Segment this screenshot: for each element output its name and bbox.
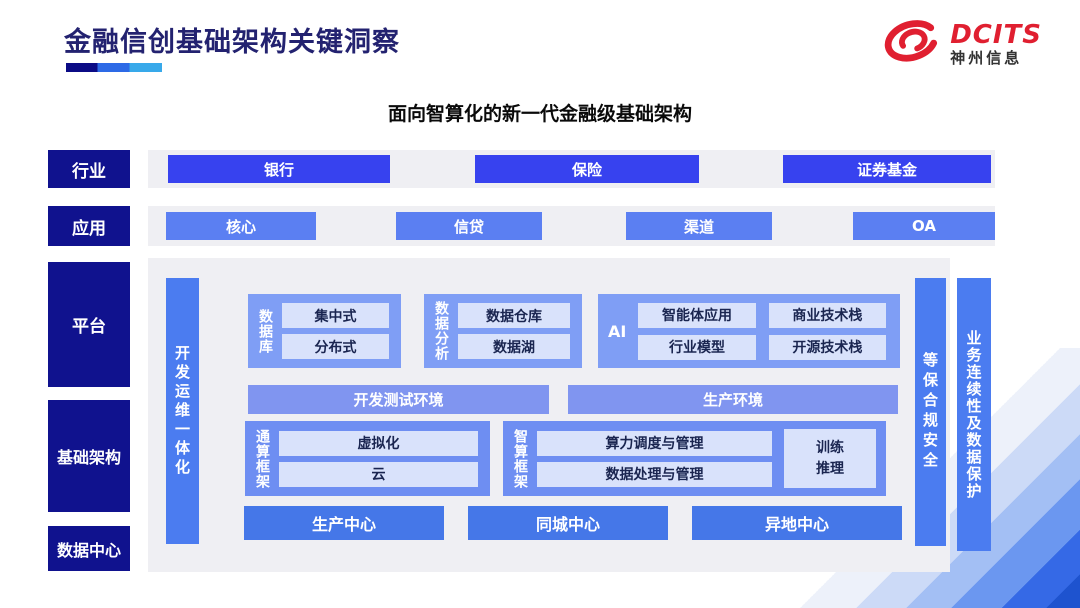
- if-training-inference: 训练 推理: [784, 429, 876, 488]
- production-center: 生产中心: [244, 506, 444, 540]
- gf-virtualization: 虚拟化: [279, 430, 478, 456]
- if-data-processing: 数据处理与管理: [537, 461, 772, 487]
- sidebar-item-industry: 行业: [48, 150, 130, 188]
- compliance-security-bar: 等保合规安全: [915, 278, 946, 546]
- database-section: 数据库 集中式 分布式: [248, 294, 401, 368]
- sidebar-item-application: 应用: [48, 206, 130, 246]
- ai-opensource-stack: 开源技术栈: [768, 334, 886, 360]
- title-underline: [66, 63, 162, 72]
- logo: DCITS 神州信息: [883, 16, 1042, 72]
- industry-bank: 银行: [168, 155, 390, 183]
- ai-industry-models: 行业模型: [638, 334, 756, 360]
- intelligent-framework-label: 智算框架: [512, 428, 528, 489]
- analytics-warehouse: 数据仓库: [458, 303, 570, 328]
- ai-section: AI 智能体应用 商业技术栈 行业模型 开源技术栈: [598, 294, 900, 368]
- page-title: 金融信创基础架构关键洞察: [64, 27, 400, 58]
- analytics-label: 数据分析: [433, 301, 449, 361]
- diagram-subtitle: 面向智算化的新一代金融级基础架构: [387, 103, 692, 125]
- industry-securities-funds: 证券基金: [783, 155, 991, 183]
- ai-commercial-stack: 商业技术栈: [768, 302, 886, 328]
- app-channel: 渠道: [626, 212, 772, 240]
- database-label: 数据库: [257, 308, 273, 354]
- logo-brand: DCITS: [950, 20, 1042, 51]
- sidebar-item-infrastructure: 基础架构: [48, 400, 130, 512]
- devops-integration-bar: 开发运维一体化: [166, 278, 199, 544]
- if-compute-scheduling: 算力调度与管理: [537, 430, 772, 456]
- database-distributed: 分布式: [282, 334, 389, 359]
- industry-insurance: 保险: [475, 155, 699, 183]
- ai-label: AI: [608, 321, 627, 341]
- app-core: 核心: [166, 212, 316, 240]
- dcits-swirl-icon: [883, 16, 941, 72]
- business-continuity-bar: 业务连续性及数据保护: [957, 278, 991, 551]
- general-framework-label: 通算框架: [254, 428, 270, 489]
- analytics-lake: 数据湖: [458, 334, 570, 359]
- sidebar-item-datacenter: 数据中心: [48, 526, 130, 571]
- production-environment-bar: 生产环境: [568, 385, 898, 414]
- logo-company: 神州信息: [950, 49, 1023, 68]
- app-credit: 信贷: [396, 212, 542, 240]
- intelligent-framework-section: 智算框架 算力调度与管理 数据处理与管理 训练 推理: [503, 421, 886, 496]
- analytics-section: 数据分析 数据仓库 数据湖: [424, 294, 582, 368]
- remote-center: 异地中心: [692, 506, 902, 540]
- database-centralized: 集中式: [282, 303, 389, 328]
- sidebar-item-platform: 平台: [48, 262, 130, 387]
- same-city-center: 同城中心: [468, 506, 668, 540]
- app-oa: OA: [853, 212, 995, 240]
- ai-agent-apps: 智能体应用: [638, 302, 756, 328]
- dev-test-environment-bar: 开发测试环境: [248, 385, 549, 414]
- gf-cloud: 云: [279, 461, 478, 487]
- general-framework-section: 通算框架 虚拟化 云: [245, 421, 490, 496]
